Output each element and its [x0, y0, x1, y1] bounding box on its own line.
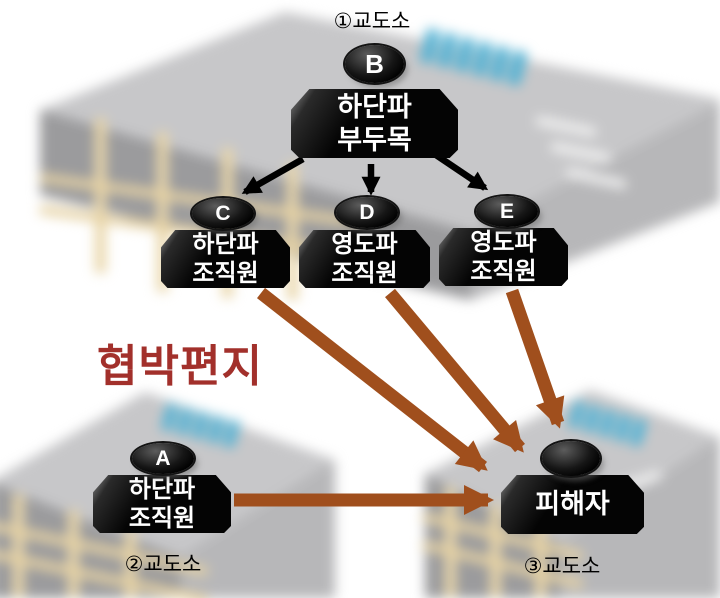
pillar	[490, 504, 501, 598]
node-letter-d: D	[359, 200, 375, 224]
pillar	[125, 530, 136, 598]
node-box-member-c: 하단파 조직원	[161, 230, 290, 288]
prison2-label: ②교도소	[124, 553, 202, 576]
node-oval-a: A	[132, 443, 194, 474]
threat-letter-label: 협박편지	[97, 342, 263, 391]
pillar	[287, 163, 298, 300]
node-oval-c: C	[192, 198, 254, 229]
node-box-member-a: 하단파 조직원	[93, 475, 231, 533]
pillar	[95, 118, 106, 273]
node-letter-c: C	[215, 201, 231, 225]
prison3-label: ③교도소	[523, 555, 601, 578]
node-letter-e: E	[499, 199, 514, 223]
arrow-boss-to-e	[434, 152, 489, 191]
node-box-boss: 하단파 부두목	[291, 89, 458, 158]
pillar	[13, 494, 24, 598]
pillar	[157, 132, 168, 292]
pillar	[445, 487, 456, 598]
node-box-victim: 피해자	[501, 475, 644, 534]
node-letter-b: B	[365, 48, 384, 79]
node-oval-d: D	[336, 197, 398, 228]
node-box-member-e: 영도파 조직원	[439, 228, 568, 286]
pillar	[535, 524, 546, 598]
node-box-member-d: 영도파 조직원	[299, 230, 430, 288]
arrow-d-to-victim	[385, 288, 525, 453]
arrow-e-to-victim	[505, 288, 565, 429]
arrow-boss-to-c	[241, 156, 305, 195]
node-oval-b: B	[345, 45, 404, 83]
node-letter-a: A	[155, 446, 171, 470]
pillar	[68, 510, 79, 598]
node-oval-e: E	[476, 196, 538, 227]
node-oval-victim	[542, 441, 600, 476]
prison1-label: ①교도소	[333, 10, 411, 33]
arrow-c-to-victim	[256, 287, 488, 473]
